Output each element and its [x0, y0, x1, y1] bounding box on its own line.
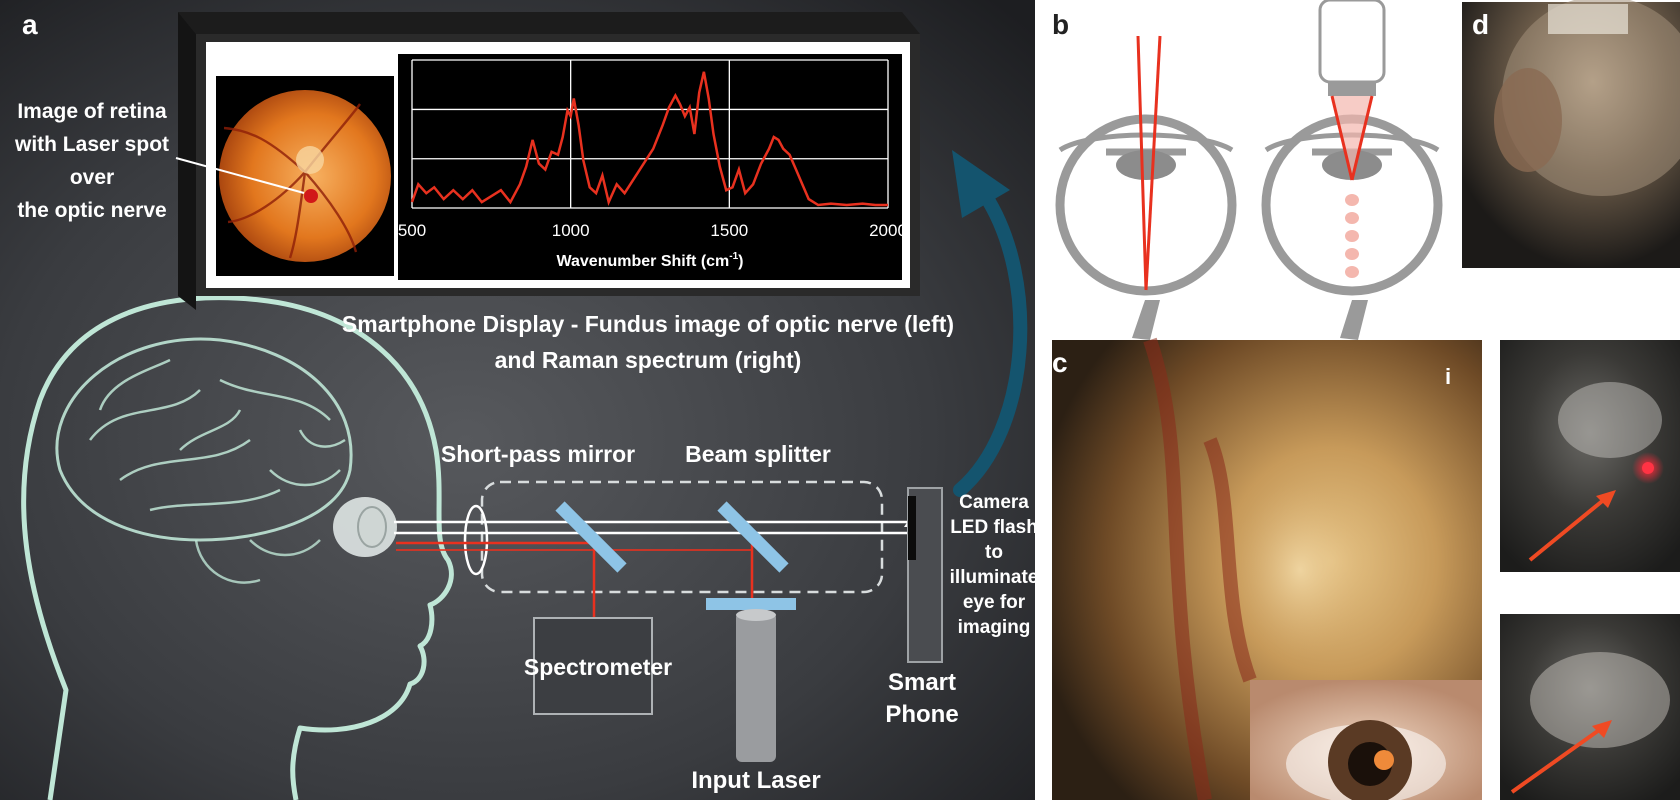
- objective-lens: [463, 504, 489, 576]
- optical-system: [394, 480, 943, 762]
- head-eye: [333, 497, 397, 557]
- eye-diagram-focused: [1261, 0, 1443, 340]
- spectrum-tick-label: 500: [398, 221, 426, 240]
- spectrum-tick-label: 1500: [710, 221, 748, 240]
- panel-a: a: [0, 0, 1039, 800]
- laser-photo-bottom-arrow: [1510, 726, 1604, 794]
- scattered-spots: [1345, 194, 1359, 278]
- retina-note-line-4: the optic nerve: [17, 199, 166, 222]
- laser-tube: [736, 612, 776, 762]
- smart-phone-label-line-1: Smart: [888, 669, 956, 696]
- optic-nerve-1: [1132, 300, 1160, 340]
- spectrum-grid: [411, 59, 889, 209]
- camera-note-line-2: LED flash: [950, 517, 1038, 538]
- spectrometer-label: Spectrometer: [524, 654, 672, 680]
- device-photo-hand: [1494, 68, 1562, 172]
- laser-photo-top-arrow: [1528, 496, 1608, 562]
- laser-photo-top-spot: [1642, 462, 1654, 474]
- spectrum-tick-label: 1000: [552, 221, 590, 240]
- display-caption-line-1: Smartphone Display - Fundus image of opt…: [342, 311, 954, 337]
- smart-phone-label-line-2: Phone: [885, 701, 958, 728]
- camera-note-line-6: imaging: [958, 617, 1031, 638]
- laser-spot: [304, 189, 318, 203]
- panel-d-letter: d: [1472, 9, 1489, 40]
- brainstem: [194, 539, 321, 584]
- feedback-arrow-head: [952, 150, 1010, 218]
- short-pass-mirror-label: Short-pass mirror: [441, 441, 635, 467]
- panel-c-sub-i: i: [1445, 364, 1451, 389]
- spectrum-tick-label: 2000: [869, 221, 907, 240]
- laser-photo-top-arrow-head: [1596, 490, 1616, 508]
- panel-a-letter: a: [22, 9, 38, 40]
- retina-optic-disc: [1230, 480, 1370, 660]
- camera-note-line-5: eye for: [963, 592, 1026, 613]
- laser-filter: [706, 598, 796, 610]
- head-outline: [21, 295, 454, 800]
- display-caption-line-2: and Raman spectrum (right): [495, 347, 802, 373]
- laser-photo-bottom-haze: [1530, 652, 1670, 748]
- beam-splitter: [717, 501, 789, 573]
- eyeball-outline-1: [1055, 114, 1237, 296]
- raman-spectrum-line: [410, 71, 888, 207]
- laser-tube-top: [736, 609, 776, 621]
- cornea-1: [1058, 132, 1234, 153]
- spectrum-ticks: 500 1000 1500 2000: [398, 221, 907, 240]
- objective-tip: [1328, 82, 1376, 96]
- instrument-housing: [480, 480, 884, 594]
- spectrometer-box: [533, 617, 653, 715]
- eye-diagram-collimated: [1055, 35, 1237, 340]
- retina-note-line-2: with Laser spot: [14, 133, 169, 156]
- retina-vessels: [1143, 337, 1257, 800]
- retina-note-pointer: [175, 157, 305, 194]
- retina-note: Image of retina with Laser spot over the…: [14, 100, 169, 222]
- spectrum-xlabel: Wavenumber Shift (cm-1): [557, 251, 744, 270]
- display-bezel-top: [178, 12, 920, 34]
- laser-ray-1a: [1136, 35, 1148, 291]
- spectrum-plot: [398, 54, 902, 280]
- panel-b: b: [1035, 0, 1460, 340]
- laser-photo-bottom-arrow-head: [1592, 720, 1612, 738]
- panel-b-letter: b: [1052, 9, 1069, 40]
- camera-note: Camera LED flash to illuminate eye for i…: [950, 492, 1039, 638]
- smartphone-display: 500 1000 1500 2000 Wavenumber Shift (cm-1): [175, 12, 920, 310]
- optic-nerve-2: [1340, 300, 1368, 340]
- retina-note-line-3: over: [70, 166, 114, 189]
- beam-splitter-label: Beam splitter: [685, 441, 831, 467]
- short-pass-mirror: [555, 501, 627, 573]
- panel-d: d: [1460, 0, 1680, 270]
- laser-photo-bottom: [1500, 614, 1680, 800]
- focused-ray-left: [1330, 95, 1354, 181]
- feedback-arrow: [953, 188, 1028, 497]
- brain-folds: [89, 358, 346, 512]
- device-photo-background-detail: [1548, 4, 1628, 34]
- camera-note-line-4: illuminate: [950, 567, 1039, 588]
- laser-ray-1b: [1144, 35, 1162, 291]
- inset-reflex: [1374, 750, 1394, 770]
- brain-outline: [55, 337, 353, 542]
- camera-note-line-3: to: [985, 542, 1003, 563]
- focused-ray-right: [1350, 95, 1374, 181]
- fundus-optic-disc: [296, 146, 324, 174]
- laser-photo-top-haze: [1558, 382, 1662, 458]
- panel-c: c i: [1035, 337, 1680, 800]
- camera-note-line-1: Camera: [959, 492, 1029, 513]
- focused-cone: [1332, 96, 1372, 180]
- input-laser-label: Input Laser: [691, 767, 820, 794]
- fundus-vessels: [223, 103, 361, 259]
- smartphone-camera: [908, 496, 916, 560]
- eye-lens: [357, 506, 387, 548]
- retina-note-line-1: Image of retina: [17, 100, 167, 123]
- crystalline-lens-1: [1116, 150, 1176, 180]
- head-silhouette: [21, 295, 454, 800]
- panel-c-letter: c: [1052, 347, 1068, 378]
- microscope-objective: [1318, 0, 1386, 84]
